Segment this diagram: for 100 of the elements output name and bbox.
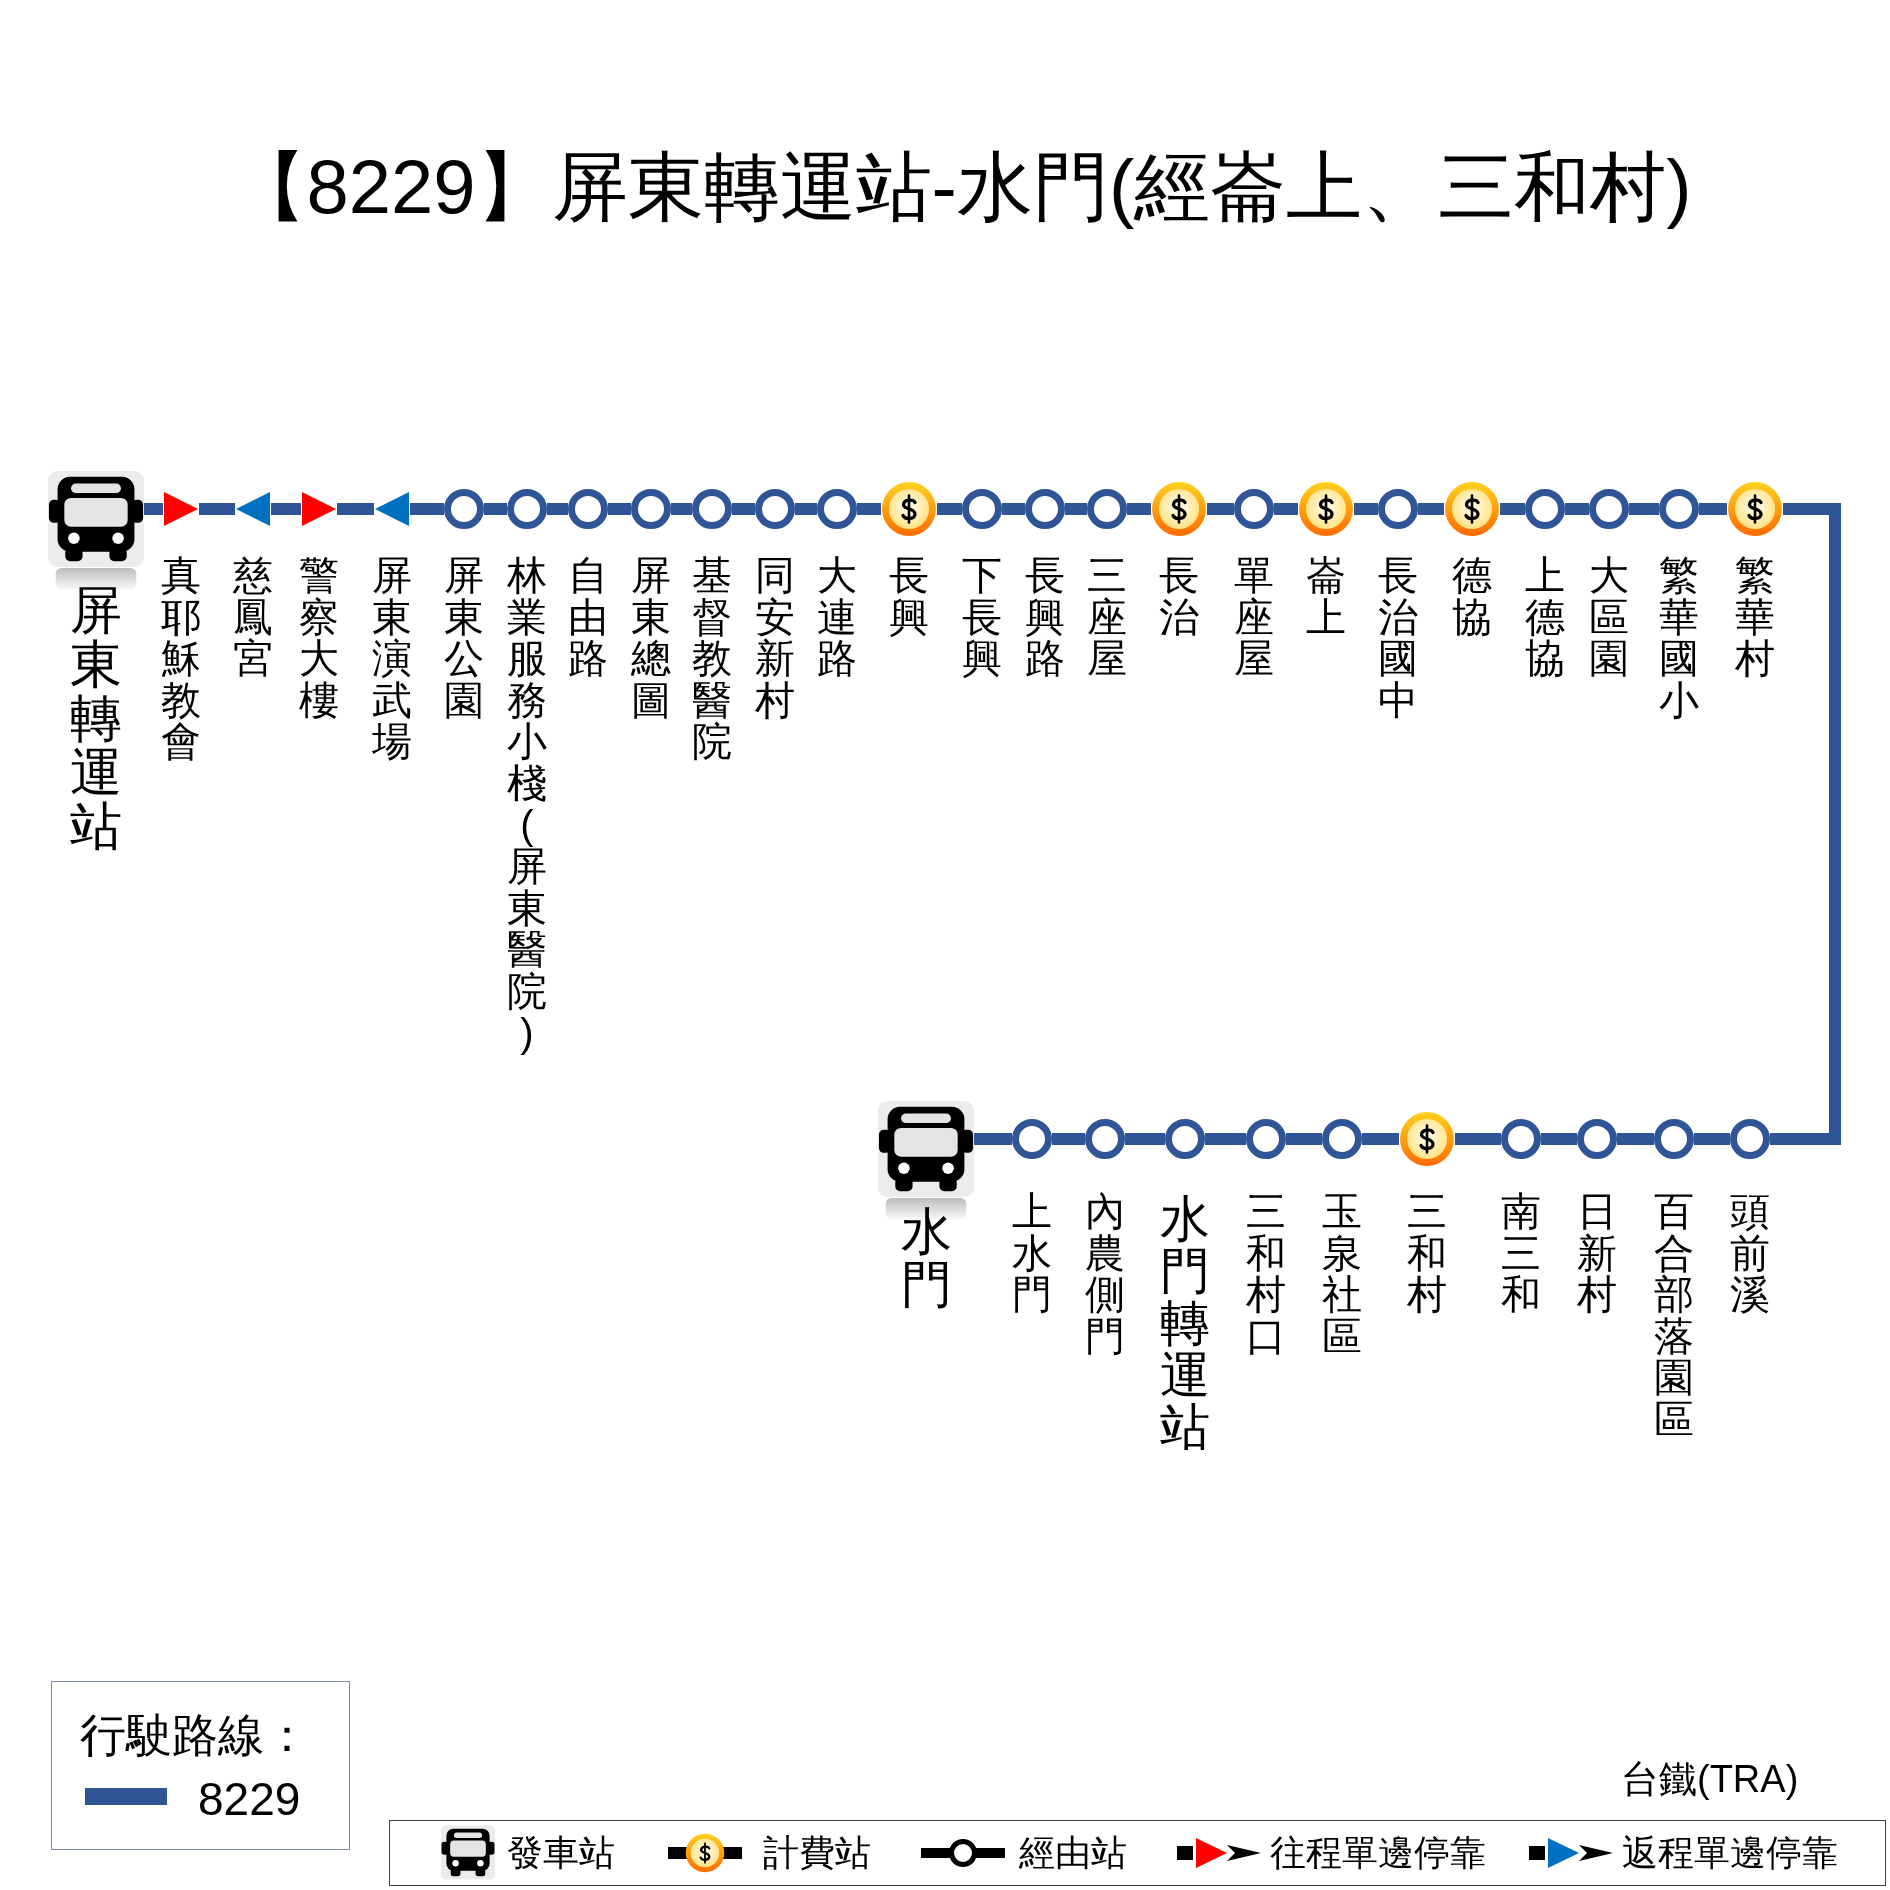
stop-circle [1730,1119,1770,1159]
stop-circle [1085,1119,1125,1159]
stop-name: 繁華國小 [1658,555,1700,722]
stop-name: 同安新村 [754,555,796,722]
stop-name: 屏東總圖 [630,555,672,722]
stop-circle [817,489,857,529]
legend-label: 計費站 [763,1831,871,1875]
legend-label: 經由站 [1019,1831,1127,1875]
stop-name: 內農側門 [1084,1191,1126,1358]
legend-label: 發車站 [507,1831,615,1875]
terminal-name: 屏東轉運站 [69,583,123,854]
stop-name: 屏東演武場 [371,555,413,763]
stop-circle [1501,1119,1541,1159]
route-line [1694,1133,1730,1145]
route-line [857,503,881,515]
stop-name: 三座屋 [1086,555,1128,680]
route-line [1205,1133,1246,1145]
terminal-name: 水門 [899,1205,953,1312]
legend-label: 8229 [198,1772,301,1827]
route-line [1541,1133,1577,1145]
coin-icon [1399,1111,1455,1167]
legend-label: 返程單邊停靠 [1622,1831,1838,1875]
stop-triangle [235,491,271,527]
stop-circle [962,489,1002,529]
stop-name: 水門轉運站 [1159,1193,1211,1453]
stop-circle [1246,1119,1286,1159]
route-line [974,1133,1012,1145]
stop-name: 慈鳳宮 [232,555,274,680]
stop-name: 長治國中 [1377,555,1419,722]
coin-icon [1727,481,1783,537]
legend-heading: 行駛路線： [80,1708,310,1763]
stop-circle [1654,1119,1694,1159]
stop-name: 真耶穌教會 [160,555,202,763]
stop-circle [568,489,608,529]
route-line [1500,503,1525,515]
stop-name: 三和村 [1406,1191,1448,1316]
stop-name: 玉泉社區 [1321,1191,1363,1358]
stop-circle [1087,489,1127,529]
coin-icon [1444,481,1500,537]
route-line [732,503,755,515]
stop-name: 自由路 [567,555,609,680]
stop-name: 大區園 [1588,555,1630,680]
stop-circle [444,489,484,529]
route-line [271,503,301,515]
route-line [1362,1133,1399,1145]
stop-name: 長興路 [1024,555,1066,680]
stop-circle [507,489,547,529]
stop-name: 下長興 [961,555,1003,680]
route-line [1565,503,1589,515]
stop-triangle [374,491,410,527]
stop-circle [1525,489,1565,529]
route-line [337,503,374,515]
route-line [608,503,631,515]
stop-name: 百合部落園區 [1653,1191,1695,1441]
stop-name: 大連路 [816,555,858,680]
stop-name: 林業服務小棧(屏東醫院) [506,555,548,1055]
route-line [484,503,507,515]
stop-circle [1165,1119,1205,1159]
stop-name: 屏東公園 [443,555,485,722]
route-line [1629,503,1659,515]
route-line [1354,503,1378,515]
stop-circle [1577,1119,1617,1159]
route-line [199,503,235,515]
stop-circle [1659,489,1699,529]
stop-circle [755,489,795,529]
stop-name: 崙上 [1305,555,1347,639]
route-line [1127,503,1151,515]
railway-label: 台鐵(TRA) [1621,1757,1799,1802]
route-line [1052,1133,1085,1145]
stop-name: 繁華村 [1734,555,1776,680]
stop-name: 德協 [1451,555,1493,639]
stop-circle [1322,1119,1362,1159]
route-line [1274,503,1298,515]
route-line [1418,503,1444,515]
stop-name: 南三和 [1500,1191,1542,1316]
stop-circle [1025,489,1065,529]
route-line [1125,1133,1165,1145]
coin-icon [881,481,937,537]
stop-name: 頭前溪 [1729,1191,1771,1316]
coin-icon [1298,481,1354,537]
route-line [1617,1133,1654,1145]
route-line [410,503,444,515]
route-line [937,503,962,515]
stop-name: 基督教醫院 [691,555,733,763]
route-line [144,503,163,515]
stop-circle [1378,489,1418,529]
route-line [1002,503,1025,515]
stop-name: 上德協 [1524,555,1566,680]
legend-label: 往程單邊停靠 [1270,1831,1486,1875]
stop-triangle [301,491,337,527]
route-line [1455,1133,1501,1145]
route-line [1207,503,1234,515]
stop-circle [1012,1119,1052,1159]
stop-name: 長治 [1158,555,1200,639]
title: 【8229】屏東轉運站-水門(經崙上、三和村) [230,143,1692,231]
stop-name: 三和村口 [1245,1191,1287,1358]
stop-circle [1234,489,1274,529]
stop-name: 單座屋 [1233,555,1275,680]
stop-circle [631,489,671,529]
stop-name: 日新村 [1576,1191,1618,1316]
